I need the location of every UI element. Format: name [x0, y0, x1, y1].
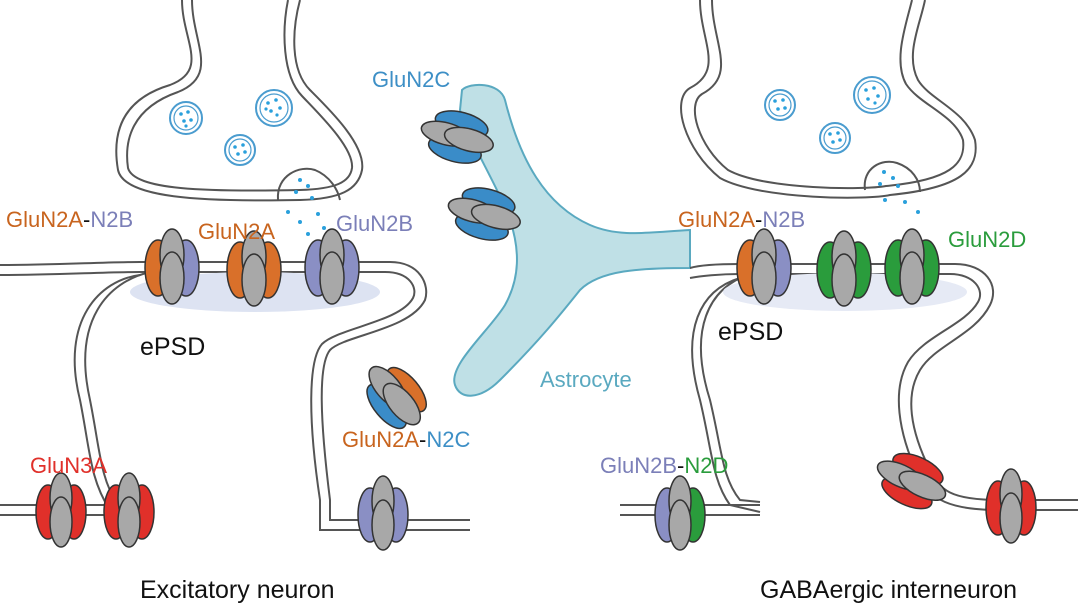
label-part-n2c: N2C	[426, 427, 471, 452]
right-vesicles	[764, 76, 920, 214]
label-epsd-left: ePSD	[140, 333, 206, 361]
label-glun2d-right: GluN2D	[948, 227, 1027, 252]
right-receptor-glun2a-n2b	[736, 228, 792, 305]
right-receptor-glun2b-n2d	[654, 475, 706, 551]
caption-excitatory-neuron: Excitatory neuron	[140, 576, 335, 604]
right-receptor-glun2d-2	[884, 228, 940, 305]
left-receptor-glun2a-n2c	[366, 365, 427, 430]
label-part-n2b: N2B	[762, 207, 806, 232]
left-receptor-glun3a-2	[103, 472, 155, 548]
left-receptor-glun2a	[226, 230, 282, 307]
astrocyte-body	[453, 83, 691, 397]
right-presynaptic-terminal	[680, 0, 977, 199]
left-receptor-glun2b	[304, 228, 360, 305]
astrocyte-receptor-glun2c-1	[420, 110, 494, 164]
left-receptor-glun2b-extrasynaptic	[357, 475, 409, 551]
right-receptor-glun3a	[985, 468, 1037, 544]
label-part-dash: -	[83, 207, 91, 232]
left-receptor-glun3a-1	[35, 472, 87, 548]
label-epsd-right: ePSD	[718, 318, 784, 346]
left-presynaptic-terminal	[115, 0, 364, 202]
label-glun2a-n2b-left: GluN2A-N2B	[6, 208, 133, 232]
label-glun3a-left: GluN3A	[30, 453, 108, 478]
label-part-dash: -	[755, 207, 763, 232]
label-part-glun2a: GluN2A	[342, 427, 420, 452]
label-part-glun2b: GluN2B	[600, 453, 678, 478]
label-glun2a-left: GluN2A	[198, 219, 276, 244]
label-glun2a-n2c: GluN2A-N2C	[342, 428, 470, 452]
right-receptor-glun3a-tilted	[876, 452, 947, 510]
label-glun2c: GluN2C	[372, 67, 451, 92]
label-part-n2b: N2B	[90, 207, 134, 232]
label-part-n2d: N2D	[684, 453, 729, 478]
label-astrocyte: Astrocyte	[540, 367, 632, 392]
left-vesicles	[169, 89, 326, 236]
caption-gabaergic-interneuron: GABAergic interneuron	[760, 576, 1018, 604]
astrocyte-receptor-glun2c-2	[447, 187, 521, 241]
label-part-dash: -	[677, 453, 685, 478]
label-part-glun2a: GluN2A	[678, 207, 756, 232]
label-part-glun2a: GluN2A	[6, 207, 84, 232]
left-receptor-glun2a-n2b	[144, 228, 200, 305]
label-part-dash: -	[419, 427, 427, 452]
right-receptor-glun2d-1	[816, 230, 872, 307]
label-glun2a-n2b-right: GluN2A-N2B	[678, 208, 805, 232]
label-glun2b-left: GluN2B	[336, 211, 414, 236]
label-glun2b-n2d: GluN2B-N2D	[600, 454, 728, 478]
